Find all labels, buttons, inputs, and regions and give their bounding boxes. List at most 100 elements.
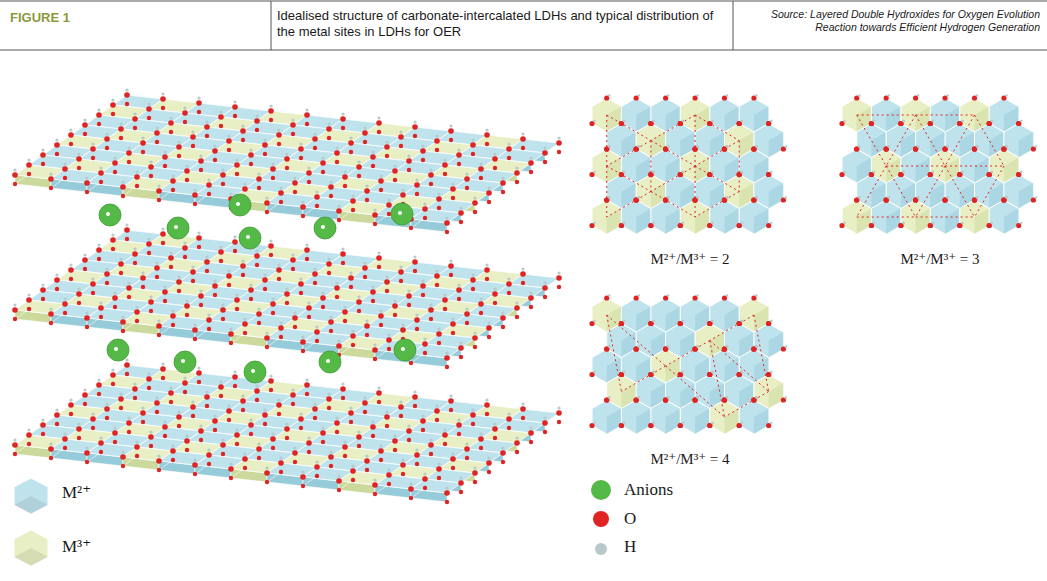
oxygen-atom	[543, 160, 547, 164]
oxygen-atom	[457, 162, 461, 166]
hydrogen-atom	[213, 414, 216, 417]
oxygen-atom	[486, 460, 492, 466]
oxygen-atom	[148, 434, 154, 440]
oxygen-atom	[40, 152, 46, 158]
oxygen-atom	[407, 303, 411, 307]
oxygen-atom	[284, 156, 290, 162]
hydrogen-atom	[371, 150, 374, 153]
oxygen-atom	[98, 305, 104, 311]
hydrogen-atom	[337, 474, 340, 477]
hydrogen-atom	[429, 303, 432, 306]
octahedron-top	[621, 200, 651, 234]
oxygen-atom	[378, 178, 384, 184]
oxygen-atom	[506, 416, 512, 422]
hydrogen-atom	[543, 146, 546, 149]
oxygen-atom	[263, 287, 267, 291]
octahedron-shade	[607, 209, 622, 235]
hydrogen-atom	[299, 277, 302, 280]
oxygen-atom	[119, 271, 123, 275]
hydrogen-atom	[293, 176, 296, 179]
oxygen-atom	[399, 279, 403, 283]
oxygen-atom	[183, 120, 187, 124]
hydrogen-atom	[147, 102, 150, 105]
hydrogen-atom	[13, 303, 16, 306]
oxygen-atom	[212, 418, 218, 424]
oxygen-atom	[412, 124, 418, 130]
oxygen-atom	[365, 468, 369, 472]
oxygen-atom	[97, 122, 101, 126]
oxygen-atom	[48, 311, 54, 317]
oxygen-atom	[478, 166, 484, 172]
oxygen-atom	[393, 448, 397, 452]
oxygen-atom	[362, 400, 368, 406]
hydrogen-atom	[257, 307, 260, 310]
hydrogen-atom	[393, 434, 396, 437]
oxygen-atom	[76, 426, 82, 432]
oxygen-atom	[220, 307, 226, 313]
hydrogen-atom	[465, 442, 468, 445]
hydrogen-atom	[163, 420, 166, 423]
hydrogen-atom	[479, 432, 482, 435]
hydrogen-atom	[177, 275, 180, 278]
oxygen-atom	[185, 178, 189, 182]
hydrogen-atom	[227, 134, 230, 137]
hydrogen-atom	[293, 446, 296, 449]
hydrogen-atom	[415, 313, 418, 316]
oxygen-atom	[301, 214, 305, 218]
oxygen-atom	[257, 456, 261, 460]
anion-highlight	[114, 347, 118, 351]
hydrogen-atom	[263, 138, 266, 141]
oxygen-atom	[392, 438, 398, 444]
oxygen-atom	[285, 166, 289, 170]
oxygen-atom	[193, 202, 197, 206]
oxygen-atom	[348, 275, 354, 281]
oxygen-atom	[501, 460, 505, 464]
oxygen-atom	[176, 144, 182, 150]
oxygen-atom	[233, 249, 237, 253]
oxygen-atom	[293, 190, 297, 194]
hydrogen-atom	[191, 130, 194, 133]
hydrogen-atom	[85, 176, 88, 179]
hydrogen-atom	[157, 454, 160, 457]
anion-sphere	[314, 217, 336, 239]
oxygen-atom	[140, 410, 146, 416]
hydrogen-atom	[399, 265, 402, 268]
oxygen-atom	[221, 182, 225, 186]
hydrogen-atom	[161, 227, 164, 230]
oxygen-atom	[372, 212, 378, 218]
hydrogen-atom	[191, 400, 194, 403]
oxygen-atom	[472, 470, 478, 476]
hydrogen-atom	[271, 432, 274, 435]
oxygen-atom	[169, 265, 173, 269]
oxygen-atom	[408, 486, 414, 492]
oxygen-atom	[278, 460, 284, 466]
hydrogen-atom	[221, 303, 224, 306]
oxygen-atom	[420, 283, 426, 289]
oxygen-atom	[459, 355, 463, 359]
oxygen-atom	[542, 150, 548, 156]
oxygen-atom	[248, 422, 254, 428]
oxygen-atom	[97, 392, 101, 396]
hydrogen-atom	[377, 386, 380, 389]
oxygen-atom	[401, 472, 405, 476]
oxygen-atom	[398, 134, 404, 140]
hydrogen-atom	[99, 166, 102, 169]
oxygen-atom	[442, 162, 448, 168]
hydrogen-atom	[501, 446, 504, 449]
oxygen-atom	[365, 198, 369, 202]
oxygen-atom	[271, 311, 275, 315]
oxygen-atom	[298, 281, 304, 287]
hydrogen-atom	[285, 152, 288, 155]
oxygen-atom	[141, 285, 145, 289]
oxygen-atom	[372, 347, 378, 353]
oxygen-atom	[312, 136, 318, 142]
oxygen-atom	[221, 317, 225, 321]
hydrogen-atom	[163, 150, 166, 153]
oxygen-atom	[336, 208, 342, 214]
oxygen-atom	[292, 315, 298, 321]
oxygen-atom	[170, 448, 176, 454]
oxygen-atom	[557, 420, 561, 424]
hydrogen-atom	[351, 194, 354, 197]
oxygen-atom	[279, 335, 283, 339]
oxygen-atom	[207, 192, 211, 196]
